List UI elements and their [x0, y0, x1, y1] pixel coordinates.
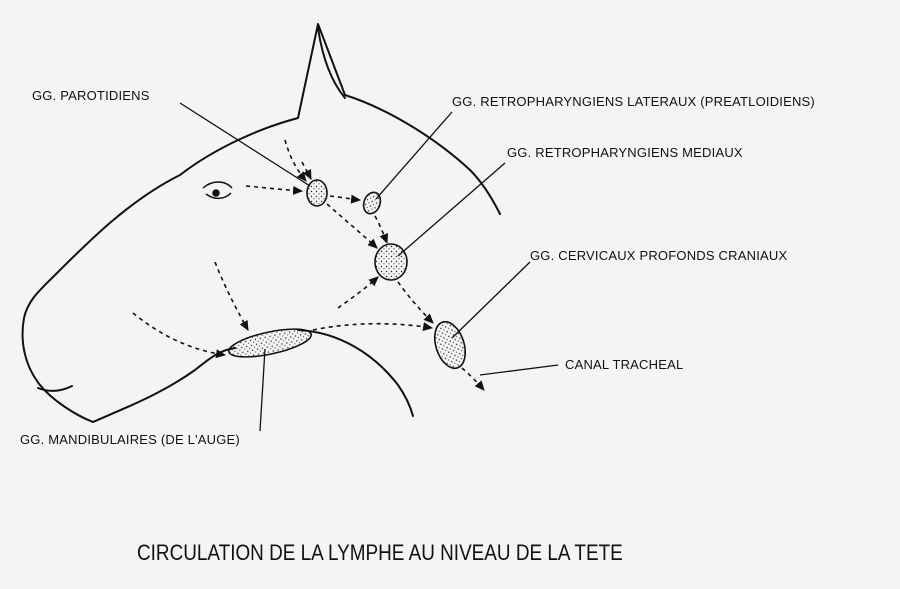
flow-top-to-parotidiens: [284, 139, 307, 182]
label-gg-mandibulaires: GG. MANDIBULAIRES (DE L'AUGE): [20, 432, 240, 447]
flow-lateraux-to-mediaux: [374, 215, 389, 245]
flow-parotidiens-to-lateraux: [329, 194, 362, 204]
flow-ear-to-parotidiens: [301, 161, 312, 181]
head-profile-outline: [21, 23, 501, 423]
flow-eye-to-parotidiens: [245, 185, 304, 195]
flow-muzzle-to-mandibulaires: [132, 312, 227, 359]
throat-line: [297, 329, 414, 417]
node-parotidiens: [306, 179, 328, 207]
leader-canal: [479, 364, 559, 376]
label-canal-tracheal: CANAL TRACHEAL: [565, 357, 684, 372]
leader-cervicaux: [451, 261, 531, 339]
leader-mandibulaires: [259, 348, 266, 432]
flow-from-below-to-mediaux: [337, 276, 379, 309]
eye-icon: [202, 181, 233, 200]
leader-parotidiens: [179, 102, 311, 187]
nostril: [37, 385, 73, 392]
flow-parotidiens-to-mediaux: [326, 203, 378, 249]
ear-inner-line: [317, 27, 346, 99]
flow-cervicaux-to-canal: [461, 367, 485, 391]
flow-mandibulaires-to-cervicaux: [312, 322, 434, 331]
flow-mediaux-to-cervicaux: [397, 281, 434, 324]
node-retropharyngiens-mediaux: [374, 243, 408, 281]
label-gg-cervicaux-profonds-craniaux: GG. CERVICAUX PROFONDS CRANIAUX: [530, 248, 788, 263]
label-gg-parotidiens: GG. PAROTIDIENS: [32, 88, 150, 103]
node-mandibulaires: [228, 328, 312, 358]
label-gg-retropharyngiens-mediaux: GG. RETROPHARYNGIENS MEDIAUX: [507, 145, 743, 160]
jaw-line: [92, 347, 236, 423]
label-gg-retropharyngiens-lateraux: GG. RETROPHARYNGIENS LATERAUX (PREATLOID…: [452, 94, 815, 109]
leader-retro-mediaux: [397, 162, 506, 257]
flow-face-to-mandibulaires: [214, 261, 249, 331]
node-retropharyngiens-lateraux: [362, 191, 382, 215]
leader-retro-lateraux: [375, 111, 453, 200]
figure-caption: CIRCULATION DE LA LYMPHE AU NIVEAU DE LA…: [137, 540, 623, 565]
